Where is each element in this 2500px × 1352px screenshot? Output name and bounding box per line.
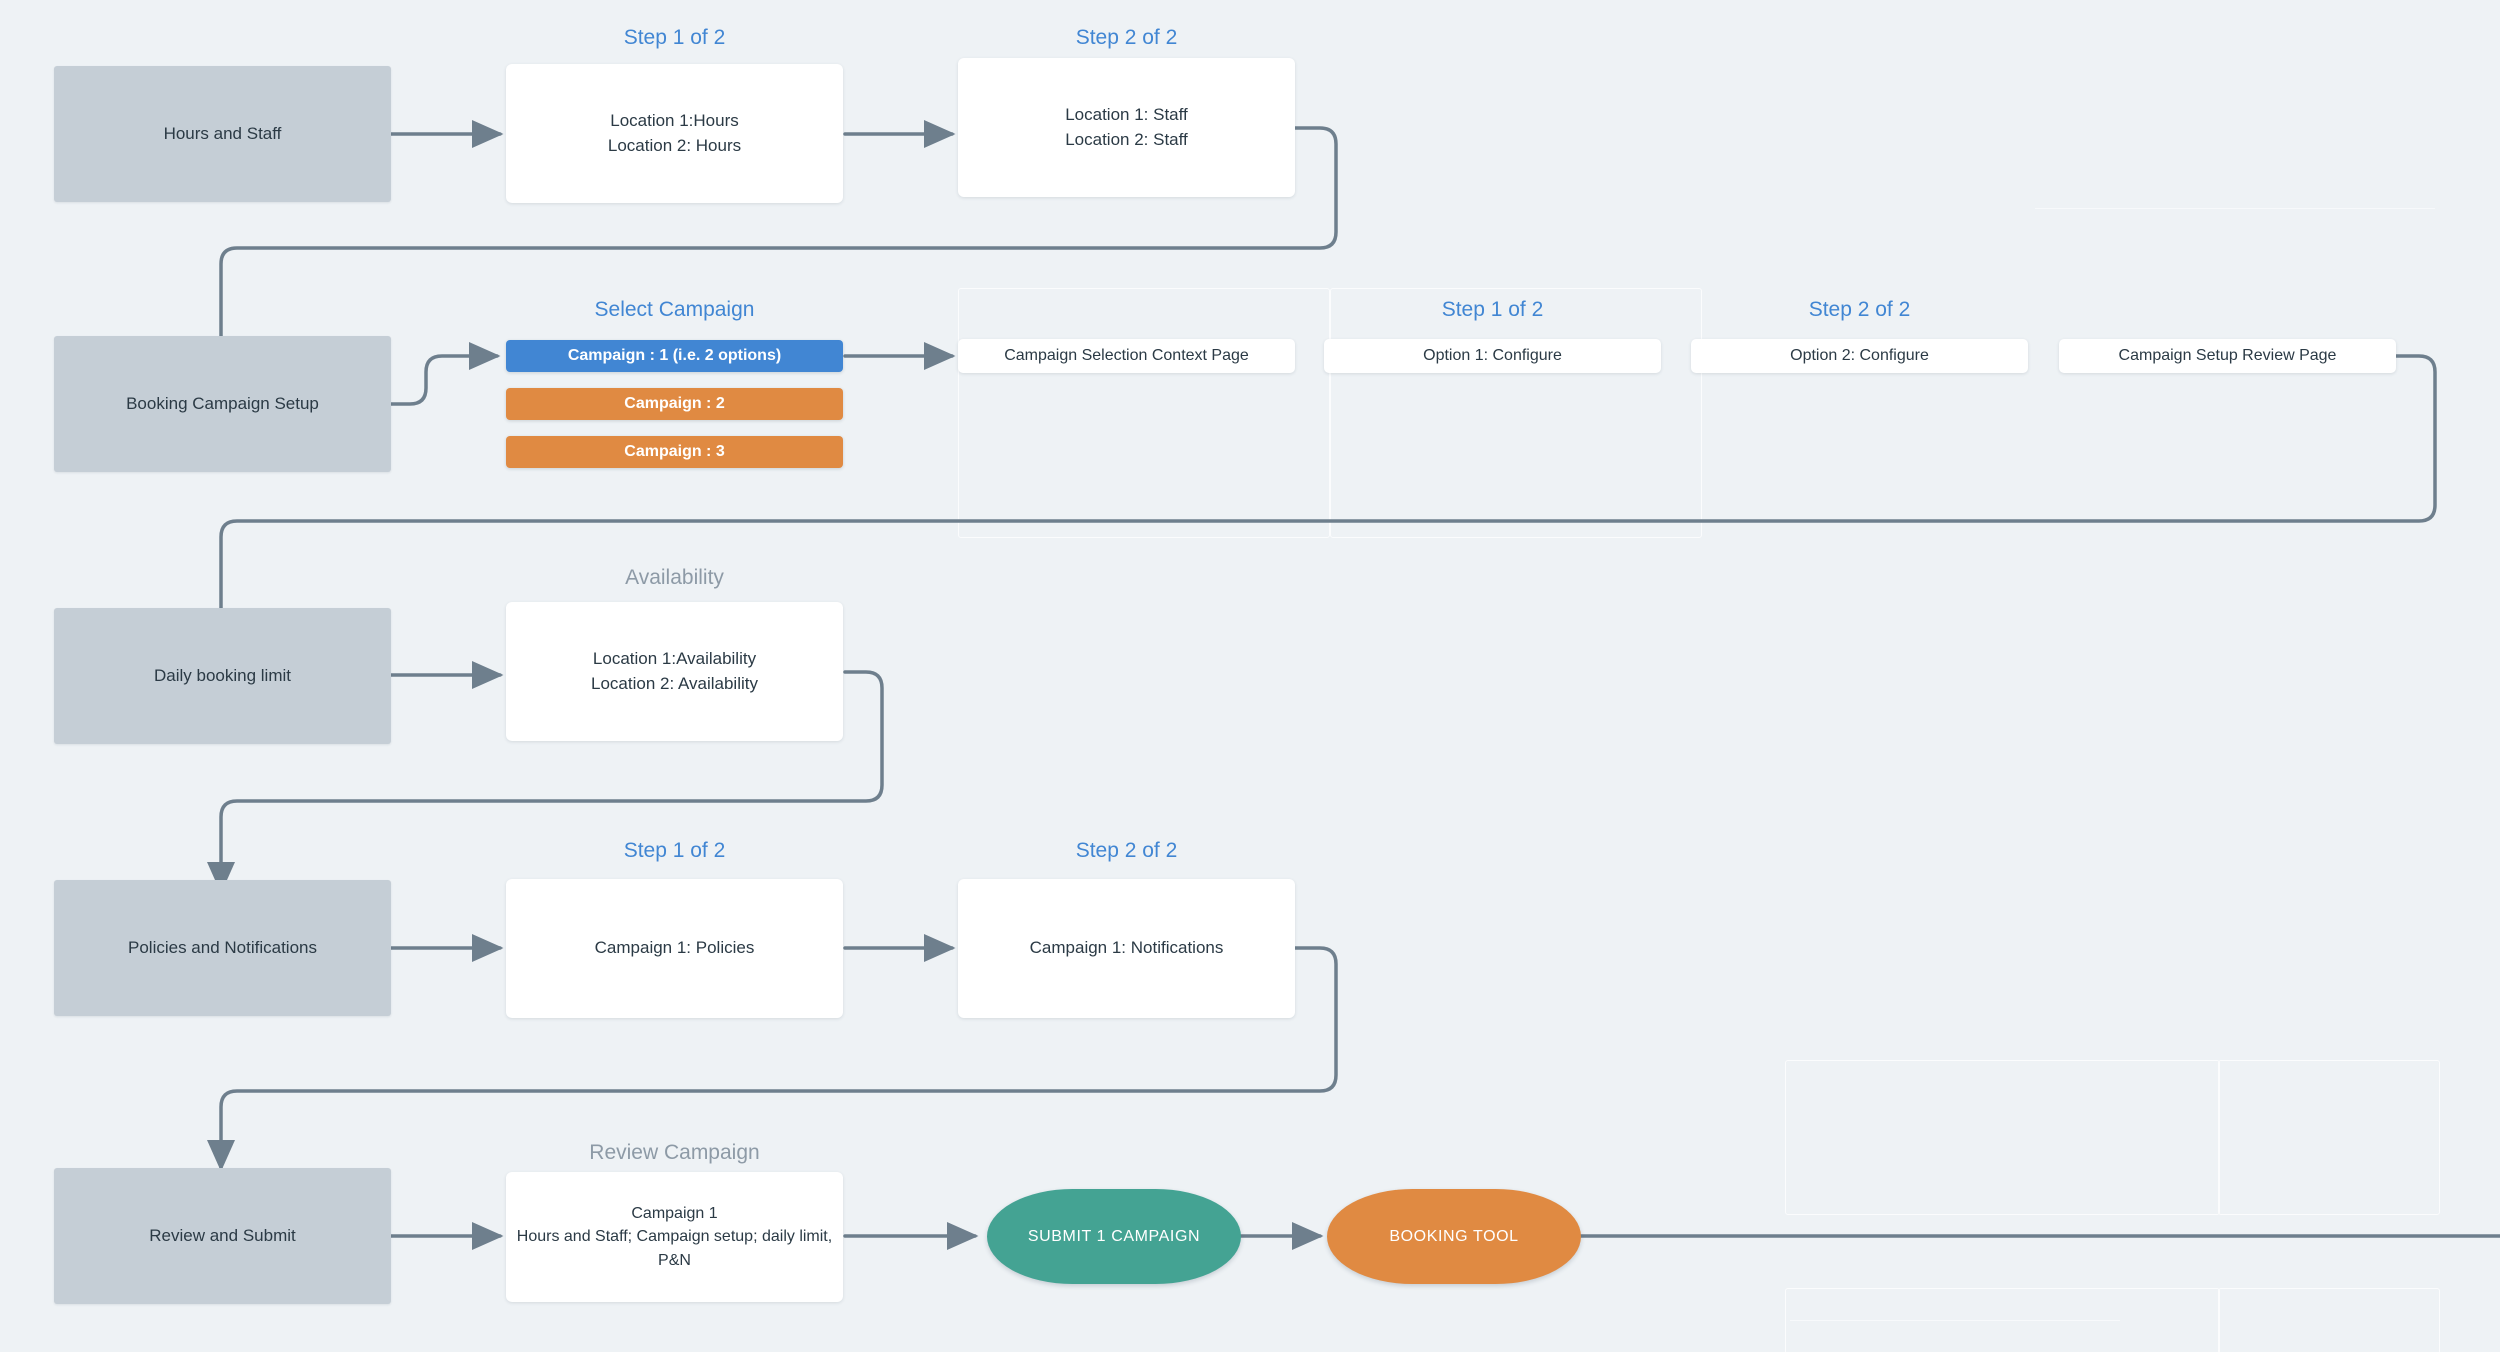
caption-hours-step2: Step 2 of 2 — [1075, 26, 1178, 49]
caption-hours-step1: Step 1 of 2 — [623, 26, 726, 49]
node-availability[interactable]: Location 1:Availability Location 2: Avai… — [506, 602, 843, 741]
group-frame-options — [1330, 288, 1702, 538]
caption-option1-step: Step 1 of 2 — [1441, 298, 1544, 321]
stage-daily-booking-limit[interactable]: Daily booking limit — [54, 608, 391, 744]
caption-policies-step2: Step 2 of 2 — [1075, 839, 1178, 862]
button-campaign-1-label: Campaign : 1 (i.e. 2 options) — [567, 347, 782, 365]
booking-tool-label: BOOKING TOOL — [1389, 1227, 1519, 1245]
node-option-2-configure[interactable]: Option 2: Configure — [1691, 339, 2028, 373]
caption-policies-step1: Step 1 of 2 — [623, 839, 726, 862]
caption-availability: Availability — [625, 566, 724, 589]
stage-booking-campaign-setup[interactable]: Booking Campaign Setup — [54, 336, 391, 472]
group-frame-bottom-low-left — [1785, 1288, 2220, 1352]
location1-hours-text: Location 1:Hours — [610, 110, 739, 130]
campaign-selection-context-page-label: Campaign Selection Context Page — [1004, 347, 1249, 365]
campaign-policies-label: Campaign 1: Policies — [594, 938, 755, 958]
option-2-configure-label: Option 2: Configure — [1790, 347, 1929, 365]
button-campaign-3-label: Campaign : 3 — [624, 443, 725, 461]
node-campaign-policies[interactable]: Campaign 1: Policies — [506, 879, 843, 1018]
button-campaign-1[interactable]: Campaign : 1 (i.e. 2 options) — [506, 340, 843, 372]
group-frame-campaign-context — [958, 288, 1330, 538]
node-location-staff[interactable]: Location 1: Staff Location 2: Staff — [958, 58, 1295, 197]
stage-policies-and-notifications[interactable]: Policies and Notifications — [54, 880, 391, 1016]
stage-hours-and-staff-label: Hours and Staff — [163, 123, 282, 143]
node-booking-tool[interactable]: BOOKING TOOL — [1327, 1189, 1581, 1284]
campaign-notifications-label: Campaign 1: Notifications — [1029, 938, 1224, 958]
stage-booking-campaign-setup-label: Booking Campaign Setup — [126, 393, 319, 413]
review-summary-line1: Campaign 1 — [631, 1205, 718, 1223]
caption-review-campaign: Review Campaign — [589, 1141, 760, 1164]
node-campaign-selection-context-page[interactable]: Campaign Selection Context Page — [958, 339, 1295, 373]
node-location-hours[interactable]: Location 1:Hours Location 2: Hours — [506, 64, 843, 203]
location2-staff-text: Location 2: Staff — [1065, 129, 1188, 149]
node-review-summary[interactable]: Campaign 1 Hours and Staff; Campaign set… — [506, 1172, 843, 1302]
location2-hours-text: Location 2: Hours — [607, 135, 742, 155]
button-campaign-2[interactable]: Campaign : 2 — [506, 388, 843, 420]
location1-availability-text: Location 1:Availability — [592, 648, 757, 668]
option-1-configure-label: Option 1: Configure — [1423, 347, 1562, 365]
location1-staff-text: Location 1: Staff — [1065, 104, 1188, 124]
stage-policies-and-notifications-label: Policies and Notifications — [128, 937, 317, 957]
caption-option2-step: Step 2 of 2 — [1808, 298, 1911, 321]
review-summary-line2: Hours and Staff; Campaign setup; daily l… — [516, 1228, 833, 1246]
button-campaign-3[interactable]: Campaign : 3 — [506, 436, 843, 468]
stage-review-and-submit[interactable]: Review and Submit — [54, 1168, 391, 1304]
stage-hours-and-staff[interactable]: Hours and Staff — [54, 66, 391, 202]
button-submit-campaign[interactable]: SUBMIT 1 CAMPAIGN — [987, 1189, 1241, 1284]
faint-divider-bottom — [1790, 1320, 2120, 1321]
node-campaign-notifications[interactable]: Campaign 1: Notifications — [958, 879, 1295, 1018]
campaign-setup-review-page-label: Campaign Setup Review Page — [2118, 347, 2337, 365]
stage-review-and-submit-label: Review and Submit — [149, 1225, 296, 1245]
review-summary-line3: P&N — [658, 1251, 691, 1269]
location2-availability-text: Location 2: Availability — [591, 673, 758, 693]
caption-select-campaign: Select Campaign — [594, 298, 755, 321]
button-campaign-2-label: Campaign : 2 — [624, 395, 725, 413]
faint-divider-top-right — [2035, 208, 2435, 209]
node-option-1-configure[interactable]: Option 1: Configure — [1324, 339, 1661, 373]
group-frame-bottom-mid — [2218, 1060, 2440, 1215]
stage-daily-booking-limit-label: Daily booking limit — [154, 665, 291, 685]
button-submit-campaign-label: SUBMIT 1 CAMPAIGN — [1027, 1227, 1201, 1245]
group-frame-bottom-low-mid — [2218, 1288, 2440, 1352]
group-frame-bottom-left — [1785, 1060, 2220, 1215]
node-campaign-setup-review-page[interactable]: Campaign Setup Review Page — [2059, 339, 2396, 373]
